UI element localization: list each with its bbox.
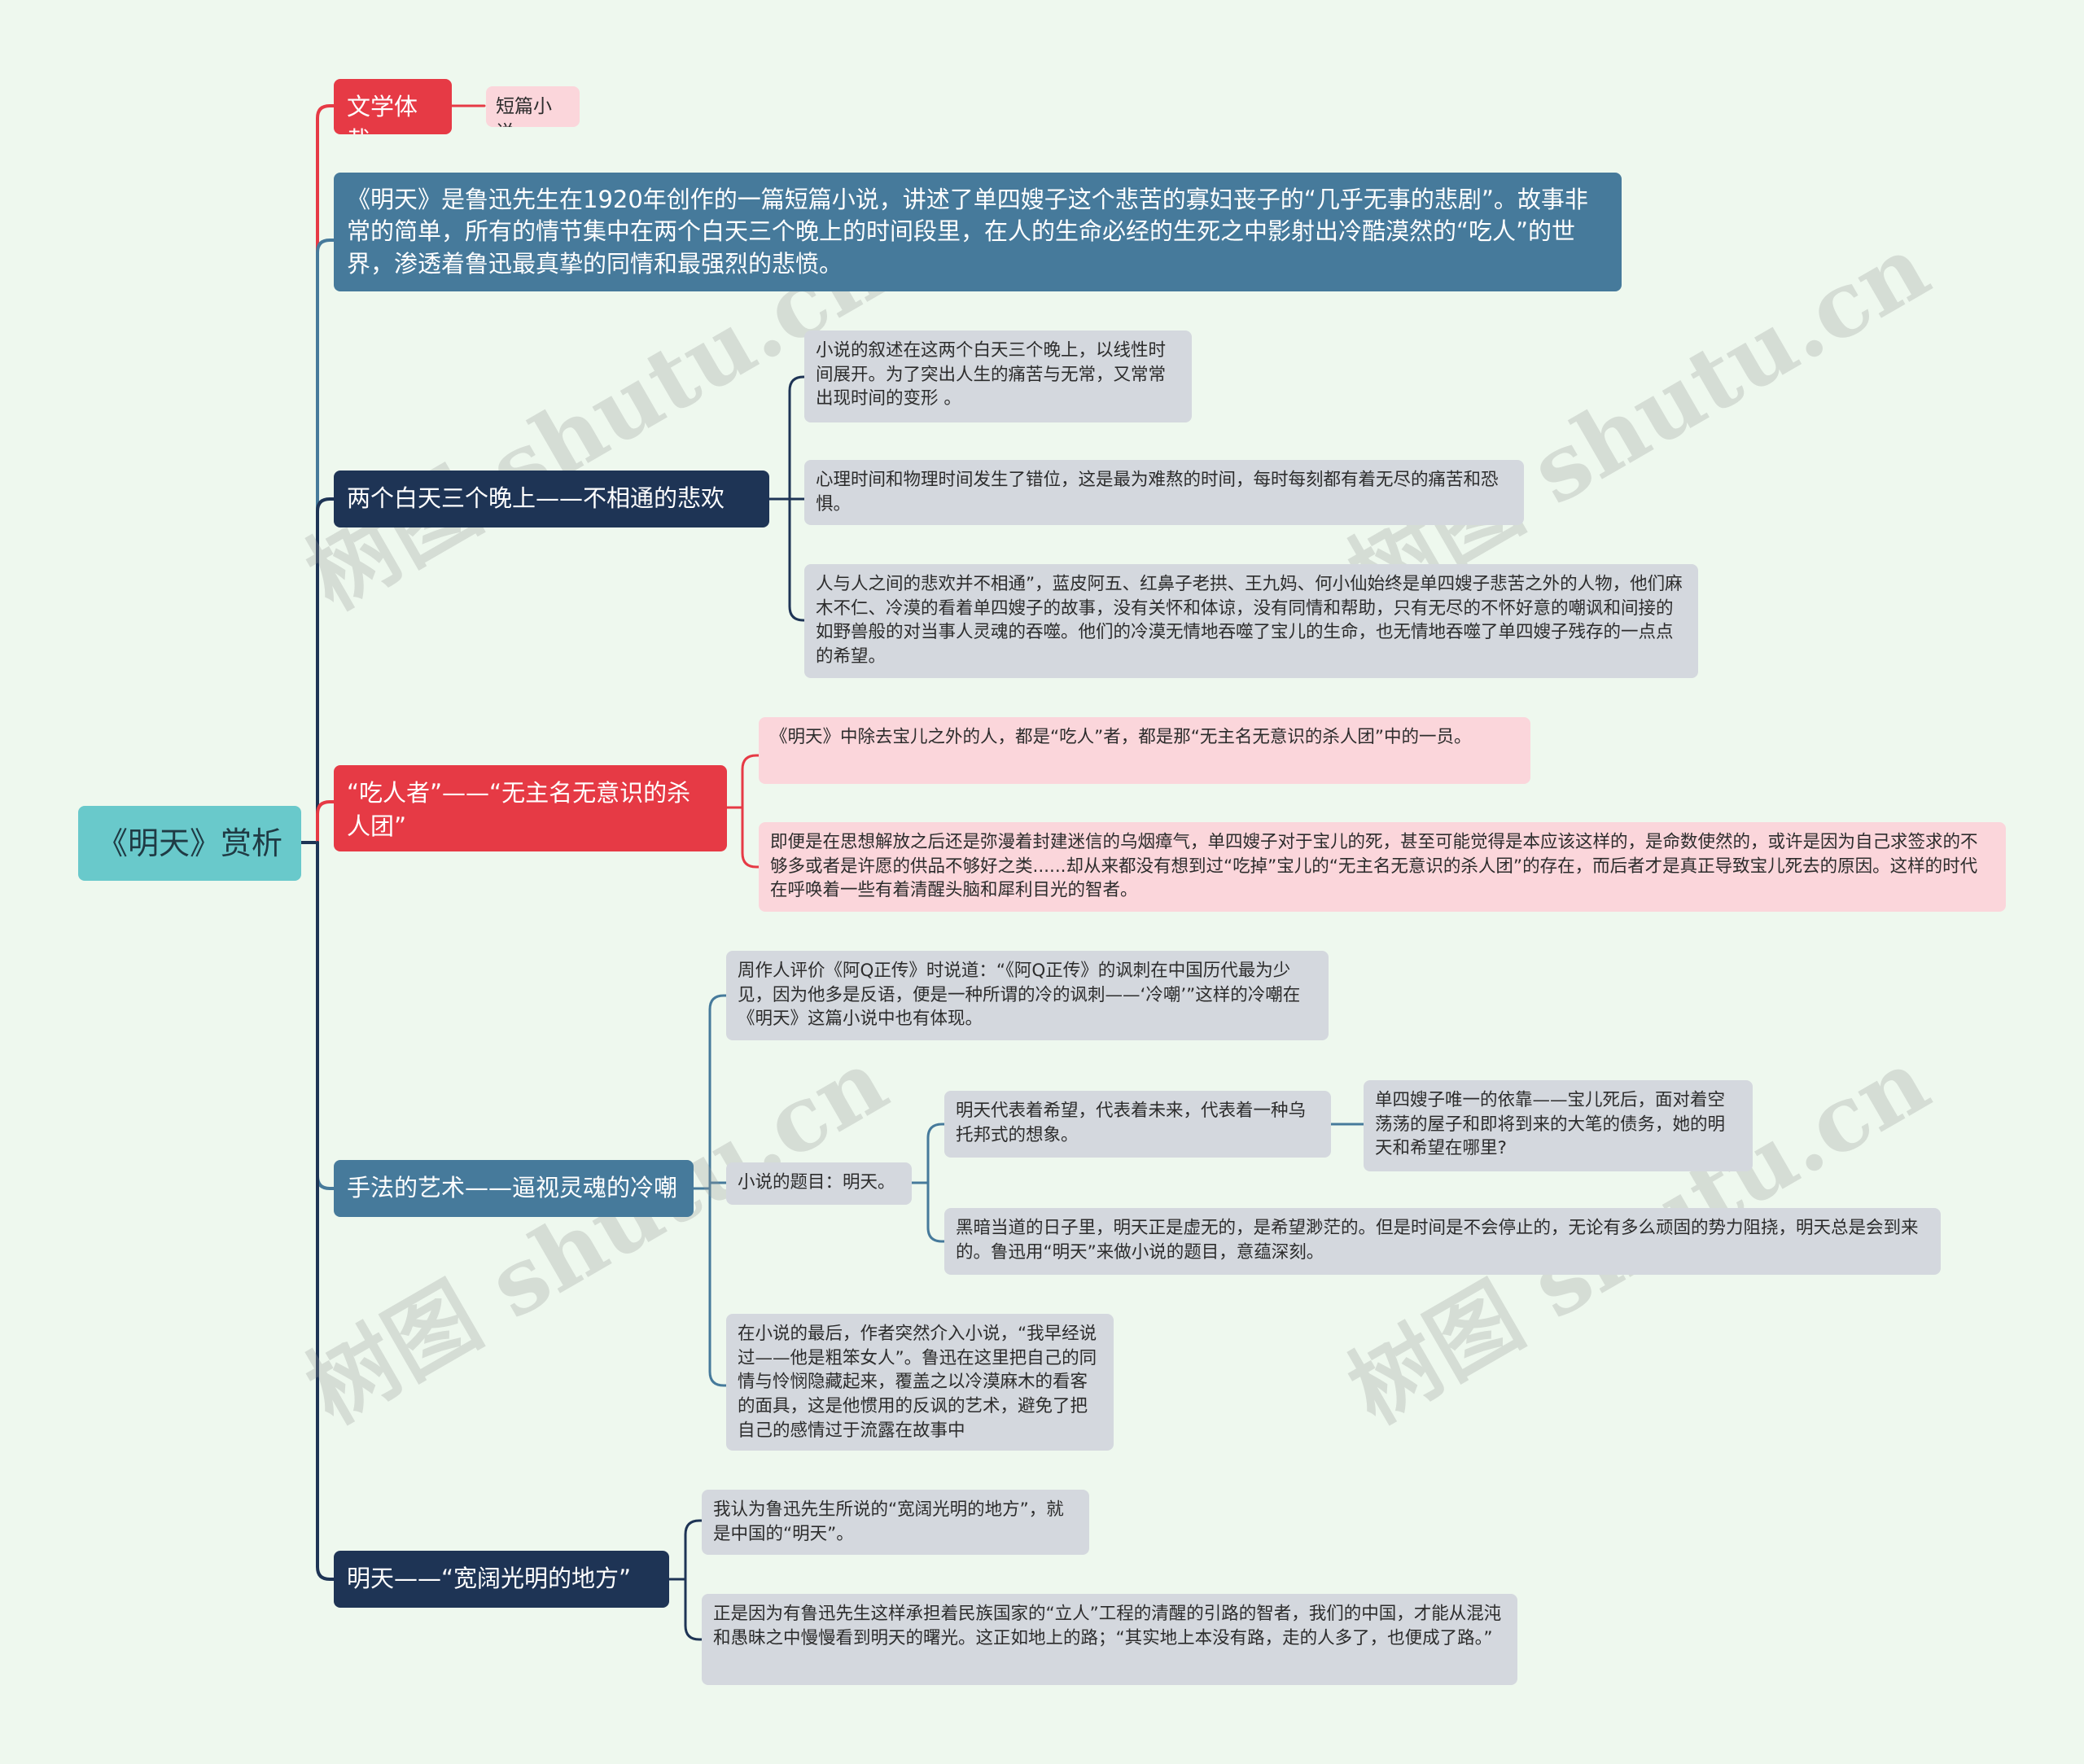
branch-two-days-three-nights[interactable]: 两个白天三个晚上——不相通的悲欢: [334, 471, 769, 527]
note-everyone-is-eater[interactable]: 《明天》中除去宝儿之外的人，都是“吃人”者，都是那“无主名无意识的杀人团”中的一…: [759, 717, 1530, 784]
branch-art-of-technique[interactable]: 手法的艺术——逼视灵魂的冷嘲: [334, 1160, 694, 1217]
note-tomorrow-hope[interactable]: 明天代表着希望，代表着未来，代表着一种乌托邦式的想象。: [944, 1091, 1331, 1158]
intro-summary[interactable]: 《明天》是鲁迅先生在1920年创作的一篇短篇小说，讲述了单四嫂子这个悲苦的寡妇丧…: [334, 173, 1622, 291]
note-linear-time[interactable]: 小说的叙述在这两个白天三个晚上，以线性时间展开。为了突出人生的痛苦与无常，又常常…: [804, 330, 1192, 422]
note-novel-title[interactable]: 小说的题目：明天。: [726, 1162, 912, 1205]
note-author-irony[interactable]: 在小说的最后，作者突然介入小说，“我早经说过——他是粗笨女人”。鲁迅在这里把自己…: [726, 1314, 1114, 1451]
note-psychological-time[interactable]: 心理时间和物理时间发生了错位，这是最为难熬的时间，每时每刻都有着无尽的痛苦和恐惧…: [804, 460, 1524, 525]
genre-value[interactable]: 短篇小说: [486, 86, 580, 127]
note-indifference[interactable]: 人与人之间的悲欢并不相通”，蓝皮阿五、红鼻子老拱、王九妈、何小仙始终是单四嫂子悲…: [804, 564, 1698, 678]
branch-genre[interactable]: 文学体裁: [334, 79, 452, 134]
note-darkness-tomorrow-comes[interactable]: 黑暗当道的日子里，明天正是虚无的，是希望渺茫的。但是时间是不会停止的，无论有多么…: [944, 1208, 1941, 1275]
root-topic[interactable]: 《明天》赏析: [78, 806, 301, 881]
note-zhou-zuoren-comment[interactable]: 周作人评价《阿Q正传》时说道：“《阿Q正传》的讽刺在中国历代最为少见，因为他多是…: [726, 951, 1329, 1040]
note-superstition[interactable]: 即便是在思想解放之后还是弥漫着封建迷信的乌烟瘴气，单四嫂子对于宝儿的死，甚至可能…: [759, 822, 2006, 912]
note-widow-no-hope[interactable]: 单四嫂子唯一的依靠——宝儿死后，面对着空荡荡的屋子和即将到来的大笔的债务，她的明…: [1364, 1080, 1753, 1171]
branch-bright-place[interactable]: 明天——“宽阔光明的地方”: [334, 1551, 669, 1608]
branch-man-eaters[interactable]: “吃人者”——“无主名无意识的杀人团”: [334, 765, 727, 851]
note-chinas-tomorrow[interactable]: 我认为鲁迅先生所说的“宽阔光明的地方”，就是中国的“明天”。: [702, 1490, 1089, 1555]
note-road-quote[interactable]: 正是因为有鲁迅先生这样承担着民族国家的“立人”工程的清醒的引路的智者，我们的中国…: [702, 1594, 1517, 1685]
